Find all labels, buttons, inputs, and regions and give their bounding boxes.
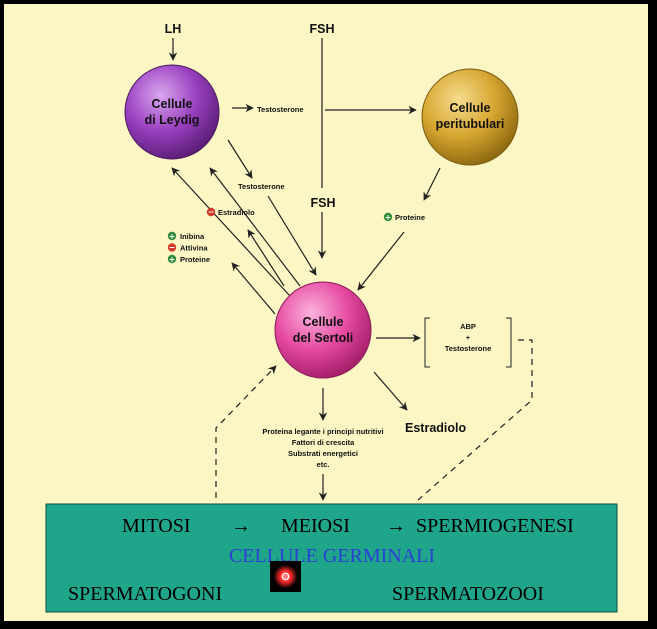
sertoli-secretions-list: + Inibina − Attivina + Proteine (167, 231, 210, 264)
arrow-proteine-to-sertoli (357, 231, 405, 291)
arrows (168, 38, 533, 501)
cell-leydig: Cellule di Leydig (124, 64, 220, 160)
minus-sign-icon (167, 243, 177, 252)
record-icon (273, 564, 298, 589)
estradiolo-small-label: Estradiolo (218, 208, 255, 217)
testosterone-mid-label: Testosterone (238, 182, 285, 191)
plus-sign-icon (383, 212, 393, 222)
inibina-label: Inibina (180, 232, 205, 241)
arrow-abp-to-germinal-dashed (417, 339, 533, 501)
abp-testosterone-label: Testosterone (445, 344, 492, 353)
arrow-testosterone-to-sertoli (267, 195, 317, 276)
abp-bracket (424, 317, 512, 368)
cell-sertoli: Cellule del Sertoli (274, 281, 372, 379)
spermiogenesi-label: SPERMIOGENESI (416, 515, 574, 537)
output-line-3: Substrati energetici (288, 449, 358, 458)
output-line-1: Proteina legante i principi nutritivi (262, 427, 383, 436)
minus-sign-glyph: − (208, 208, 215, 217)
spermatogoni-label: SPERMATOGONI (68, 583, 222, 605)
plus-sign-glyph: + (385, 213, 392, 222)
arrow-meiosi-spermiogenesi: → (386, 515, 406, 537)
germinal-cells-box: MITOSI → MEIOSI → SPERMIOGENESI CELLULE … (45, 503, 618, 613)
spermatozooi-label: SPERMATOZOOI (392, 583, 544, 605)
arrow-sertoli-to-inibina (231, 262, 276, 315)
meiosi-label: MEIOSI (281, 515, 350, 537)
attivina-label: Attivina (180, 244, 208, 253)
minus-sign-glyph: − (169, 243, 176, 252)
plus-sign-icon (167, 254, 177, 264)
sertoli-label-2: del Sertoli (293, 331, 353, 345)
sertoli-label-1: Cellule (303, 315, 344, 329)
output-line-2: Fattori di crescita (292, 438, 355, 447)
lh-label: LH (165, 22, 182, 36)
estradiolo-big-label: Estradiolo (405, 421, 466, 435)
leydig-label-1: Cellule (152, 97, 193, 111)
arrow-sertoli-to-leydig-1 (209, 167, 301, 287)
plus-sign-icon (167, 231, 177, 241)
arrow-mitosi-meiosi: → (231, 515, 251, 537)
fsh-top-label: FSH (310, 22, 335, 36)
peritubular-label-1: Cellule (450, 101, 491, 115)
fsh-mid-label: FSH (311, 196, 336, 210)
abp-plus-label: + (466, 333, 471, 342)
arrow-germinal-to-sertoli-dashed (215, 365, 277, 498)
peritubular-label-2: peritubulari (436, 117, 505, 131)
arrow-sertoli-to-leydig-2 (171, 167, 291, 297)
abp-label: ABP (460, 322, 476, 331)
minus-sign-icon (206, 207, 216, 217)
arrow-peritubular-to-proteine (423, 167, 441, 201)
arrow-leydig-to-testosterone-mid (227, 139, 253, 179)
arrow-sertoli-to-estradiolo (247, 229, 285, 287)
record-icon-ring (281, 572, 290, 581)
plus-sign-glyph: + (169, 232, 176, 241)
testosterone-top-label: Testosterone (257, 105, 304, 114)
plus-sign-glyph: + (169, 255, 176, 264)
proteine-right-label: Proteine (395, 213, 425, 222)
mitosi-label: MITOSI (122, 515, 191, 537)
cell-peritubular: Cellule peritubulari (421, 68, 519, 166)
estradiolo-small: − Estradiolo (206, 207, 255, 217)
germinal-title: CELLULE GERMINALI (229, 545, 435, 567)
leydig-label-2: di Leydig (145, 113, 200, 127)
proteine-left-label: Proteine (180, 255, 210, 264)
output-line-4: etc. (317, 460, 330, 469)
proteine-right: + Proteine (383, 212, 425, 222)
arrow-sertoli-to-estradiolo-big (373, 371, 408, 411)
